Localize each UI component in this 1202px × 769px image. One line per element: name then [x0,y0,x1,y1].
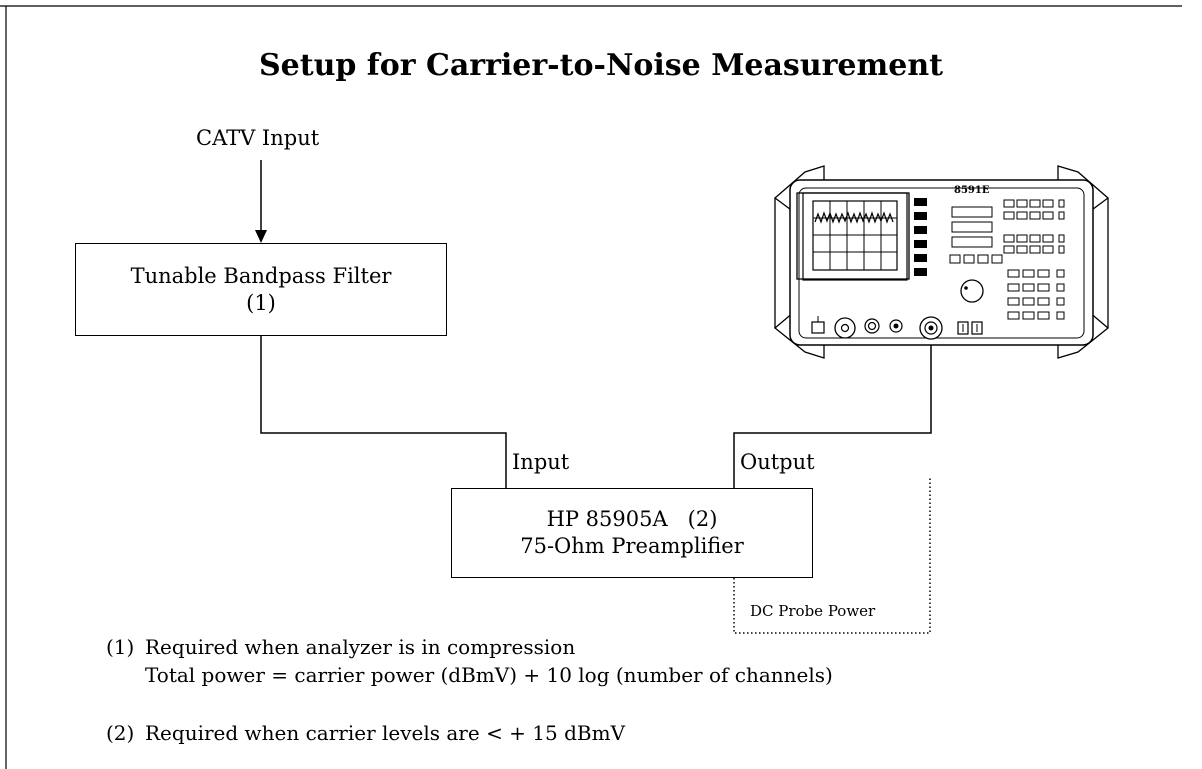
preamp-output-label: Output [740,450,815,474]
diagram-title: Setup for Carrier-to-Noise Measurement [258,48,944,83]
front-connectors [811,316,983,340]
screen-housing [796,192,910,280]
tuning-knob [960,279,984,303]
dc-probe-cable [733,477,931,634]
note-1-line-2: Total power = carrier power (dBmV) + 10 … [145,663,833,687]
arrow-head [255,230,267,243]
spectrum-trace [814,211,894,224]
preamp-input-label: Input [512,450,570,474]
preamp-to-analyzer-wire [733,332,932,488]
preamplifier-box: HP 85905A (2) 75-Ohm Preamplifier [451,488,813,578]
note-1-number: (1) [106,635,135,659]
knob-indent [964,286,968,290]
filter-name: Tunable Bandpass Filter [130,263,392,288]
filter-note-ref: (1) [246,290,276,315]
dc-probe-power-label: DC Probe Power [750,602,876,620]
screen-grid [813,201,897,270]
bandpass-filter-box: Tunable Bandpass Filter (1) [75,243,447,336]
filter-to-preamp-wire [260,336,507,488]
note-2-line-1: Required when carrier levels are < + 15 … [145,721,626,745]
catv-input-label: CATV Input [196,126,320,150]
note-1-line-1: Required when analyzer is in compression [145,635,576,659]
analyzer-model-label: 8591E [954,185,990,196]
keypad [1003,199,1065,320]
spectrum-analyzer [773,165,1110,359]
preamp-description: 75-Ohm Preamplifier [520,534,744,558]
note-2-number: (2) [106,721,135,745]
softkeys [914,198,927,276]
function-keys [949,206,1003,264]
preamp-model: HP 85905A (2) [546,507,718,531]
analyzer-front-panel [798,187,1085,339]
